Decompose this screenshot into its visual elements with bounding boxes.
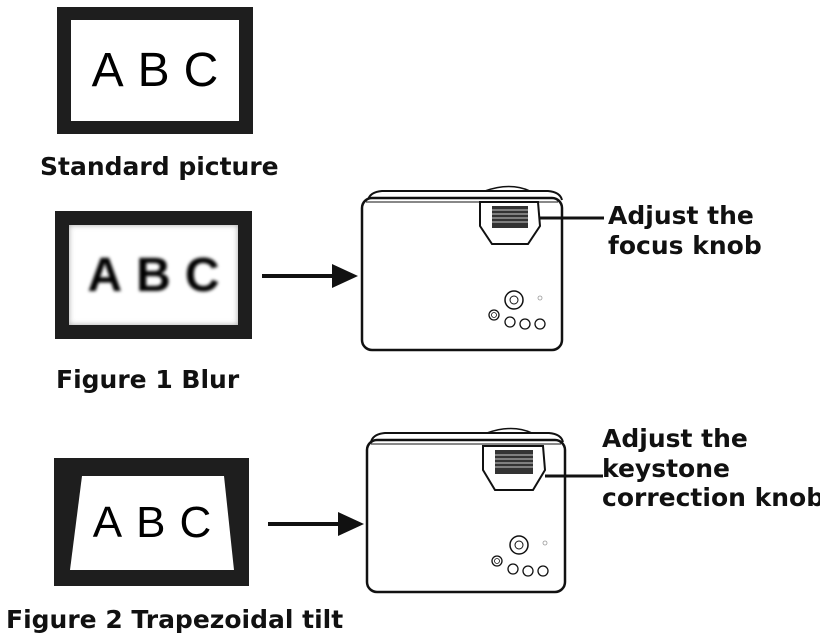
tilt-picture-screen — [70, 476, 234, 570]
tilt-caption: Figure 2 Trapezoidal tilt — [6, 605, 344, 634]
projector-focus-illustration — [360, 185, 604, 352]
focus-callout-line: Adjust the — [608, 201, 754, 230]
keystone-callout-line: keystone — [602, 453, 730, 483]
keystone-callout: Adjust the keystone correction knob — [602, 424, 820, 513]
standard-picture-frame: ABC — [57, 7, 253, 134]
tilt-picture-text: ABC — [92, 498, 226, 547]
blur-caption: Figure 1 Blur — [56, 365, 240, 394]
standard-picture-text: ABC — [91, 44, 233, 97]
blur-picture-screen: ABC — [69, 225, 238, 325]
standard-picture-screen: ABC — [71, 20, 239, 121]
standard-picture-caption: Standard picture — [40, 152, 279, 181]
blur-picture-frame: ABC — [55, 211, 252, 339]
projector-keystone-illustration — [365, 427, 603, 594]
focus-callout: Adjust the focus knob — [608, 201, 762, 260]
tilt-picture-text-wrap: ABC — [70, 476, 234, 570]
focus-callout-line: focus knob — [608, 230, 762, 260]
keystone-callout-line: Adjust the — [602, 424, 748, 453]
blur-picture-text: ABC — [87, 248, 234, 302]
arrow-right-icon — [268, 512, 364, 536]
keystone-callout-line: correction knob — [602, 483, 820, 512]
arrow-right-icon — [262, 264, 358, 288]
